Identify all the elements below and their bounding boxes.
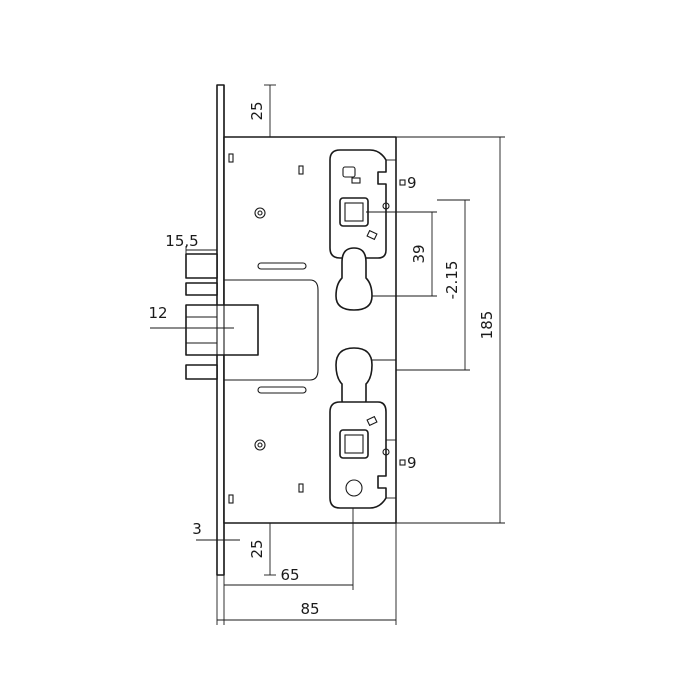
square-size-marker xyxy=(399,179,406,186)
case-slot xyxy=(228,153,234,163)
bolt-housing xyxy=(224,279,319,381)
cylinder-profile-lower xyxy=(335,347,373,413)
label-latch-width: 15,5 xyxy=(165,232,198,250)
square-size-marker xyxy=(399,459,406,466)
upper-spindle-square xyxy=(339,197,369,227)
lower-spindle-square xyxy=(339,429,369,459)
label-backset: 65 xyxy=(280,566,299,584)
case-slot xyxy=(298,165,304,175)
label-square-bottom: 9 xyxy=(407,454,417,472)
dead-bolt xyxy=(185,304,259,356)
screw xyxy=(254,439,266,451)
screw xyxy=(254,207,266,219)
label-case-width: 85 xyxy=(300,600,319,618)
guide-slot xyxy=(257,386,307,394)
label-faceplate-thickness: 3 xyxy=(192,520,202,538)
latch-small xyxy=(185,282,218,296)
latch-lower xyxy=(185,364,218,380)
label-cylinder-offset: -2.15 xyxy=(443,261,461,300)
label-square-top: 9 xyxy=(407,174,417,192)
guide-slot xyxy=(257,262,307,270)
case-slot xyxy=(228,494,234,504)
latch-upper xyxy=(185,253,218,279)
label-bottom-offset: 25 xyxy=(248,539,266,558)
label-spindle-distance: 39 xyxy=(410,244,428,263)
label-body-height: 185 xyxy=(478,311,496,340)
label-bolt-width: 12 xyxy=(148,304,167,322)
label-top-offset: 25 xyxy=(248,101,266,120)
case-slot xyxy=(298,483,304,493)
